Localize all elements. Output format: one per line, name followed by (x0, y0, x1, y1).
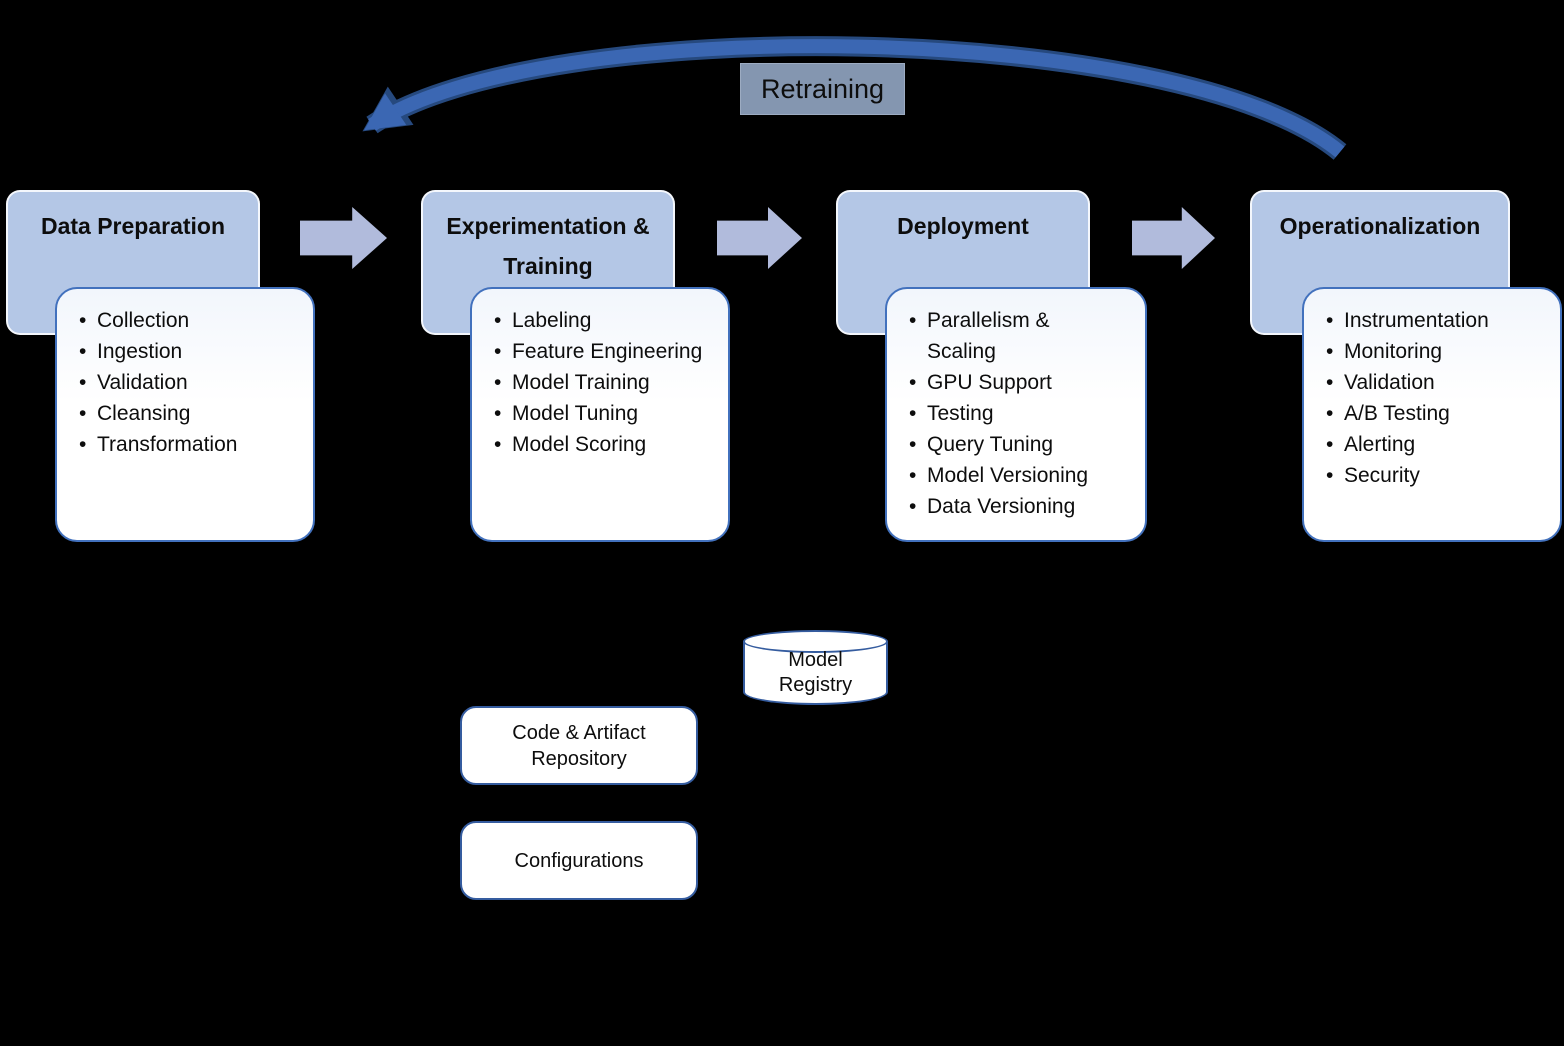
bullet-icon: • (494, 433, 502, 456)
flow-arrow-icon (717, 207, 802, 269)
list-item-text: Data Versioning (927, 495, 1076, 518)
bullet-icon: • (909, 371, 917, 394)
bullet-icon: • (494, 402, 502, 425)
list-item-text: Model Tuning (512, 402, 639, 425)
list-item-text: Model Scoring (512, 433, 647, 456)
list-item: • Security (1326, 460, 1550, 491)
bullet-icon: • (79, 402, 87, 425)
list-item: • Validation (79, 367, 303, 398)
stage-title: Experimentation & Training (446, 213, 650, 279)
list-item: • Ingestion (79, 336, 303, 367)
stage-item-list: • Instrumentation • Monitoring • Validation • A… (1304, 289, 1560, 491)
list-item-text: Feature Engineering (512, 340, 703, 363)
stage-card-deployment: • Parallelism & Scaling • GPU Support • Testi… (885, 287, 1147, 542)
list-item: • Validation (1326, 367, 1550, 398)
list-item: • Testing (909, 398, 1135, 429)
list-item: • Model Versioning (909, 460, 1135, 491)
list-item-text: Validation (1344, 371, 1435, 394)
bullet-icon: • (909, 495, 917, 518)
list-item: • Cleansing (79, 398, 303, 429)
bullet-icon: • (79, 371, 87, 394)
list-item: • Model Scoring (494, 429, 718, 460)
list-item-text: Ingestion (97, 340, 183, 363)
bullet-icon: • (909, 402, 917, 425)
configurations-box: Configurations (460, 821, 698, 900)
stage-header-experimentation-training: Experimentation & Training (421, 190, 675, 335)
list-item: • Data Versioning (909, 491, 1135, 522)
bullet-icon: • (79, 309, 87, 332)
configurations-label: Configurations (514, 849, 644, 872)
list-item-text: Cleansing (97, 402, 191, 425)
list-item: • Alerting (1326, 429, 1550, 460)
list-item-text: Model Training (512, 371, 650, 394)
list-item-text: Model Versioning (927, 464, 1089, 487)
code-artifact-repository-box: Code & Artifact Repository (460, 706, 698, 785)
bullet-icon: • (1326, 340, 1334, 363)
list-item-text: Query Tuning (927, 433, 1054, 456)
model-registry-label: Model Registry (778, 648, 853, 696)
list-item-text: GPU Support (927, 371, 1052, 394)
bullet-icon: • (1326, 371, 1334, 394)
bullet-icon: • (79, 340, 87, 363)
list-item-text: A/B Testing (1344, 402, 1450, 425)
list-item: • Parallelism & Scaling (909, 305, 1135, 367)
list-item: • Feature Engineering (494, 336, 718, 367)
list-item: • Monitoring (1326, 336, 1550, 367)
bullet-icon: • (494, 340, 502, 363)
list-item-text: Security (1344, 464, 1420, 487)
list-item-text: Monitoring (1344, 340, 1443, 363)
bullet-icon: • (1326, 464, 1334, 487)
bullet-icon: • (909, 464, 917, 487)
cylinder-top-ellipse (743, 630, 888, 653)
stage-card-experimentation-training: • Labeling • Feature Engineering • Model Trai… (470, 287, 730, 542)
list-item: • Instrumentation (1326, 305, 1550, 336)
flow-arrow-icon (1132, 207, 1215, 269)
list-item-text: Labeling (512, 309, 592, 332)
retraining-label: Retraining (740, 63, 905, 115)
list-item-text: Validation (97, 371, 188, 394)
retraining-label-text: Retraining (760, 73, 885, 104)
code-artifact-repository-label: Code & Artifact Repository (512, 721, 646, 770)
bullet-icon: • (1326, 309, 1334, 332)
list-item-text: Alerting (1344, 433, 1416, 456)
bullet-icon: • (909, 433, 917, 456)
model-registry-database: Model Registry (743, 630, 888, 705)
list-item-text: Transformation (97, 433, 238, 456)
stage-title: Operationalization (1279, 213, 1481, 239)
list-item: • GPU Support (909, 367, 1135, 398)
bullet-icon: • (494, 309, 502, 332)
list-item: • Query Tuning (909, 429, 1135, 460)
list-item: • Model Training (494, 367, 718, 398)
flow-arrow-icon (300, 207, 387, 269)
list-item: • Model Tuning (494, 398, 718, 429)
list-item-text: Parallelism & Scaling (927, 309, 1050, 363)
bullet-icon: • (1326, 433, 1334, 456)
stage-item-list: • Collection • Ingestion • Validation • Cleansi… (57, 289, 313, 460)
list-item-text: Testing (927, 402, 994, 425)
stage-title: Data Preparation (40, 213, 226, 239)
list-item: • A/B Testing (1326, 398, 1550, 429)
list-item-text: Instrumentation (1344, 309, 1489, 332)
stage-card-data-preparation: • Collection • Ingestion • Validation • Cleansi… (55, 287, 315, 542)
bullet-icon: • (79, 433, 87, 456)
bullet-icon: • (1326, 402, 1334, 425)
stage-card-operationalization: • Instrumentation • Monitoring • Validation • A… (1302, 287, 1562, 542)
stage-item-list: • Parallelism & Scaling • GPU Support • Testi… (887, 289, 1145, 522)
bullet-icon: • (909, 309, 917, 332)
list-item-text: Collection (97, 309, 190, 332)
stage-title: Deployment (897, 213, 1029, 239)
bullet-icon: • (494, 371, 502, 394)
list-item: • Labeling (494, 305, 718, 336)
stage-item-list: • Labeling • Feature Engineering • Model Trai… (472, 289, 728, 460)
list-item: • Collection (79, 305, 303, 336)
list-item: • Transformation (79, 429, 303, 460)
